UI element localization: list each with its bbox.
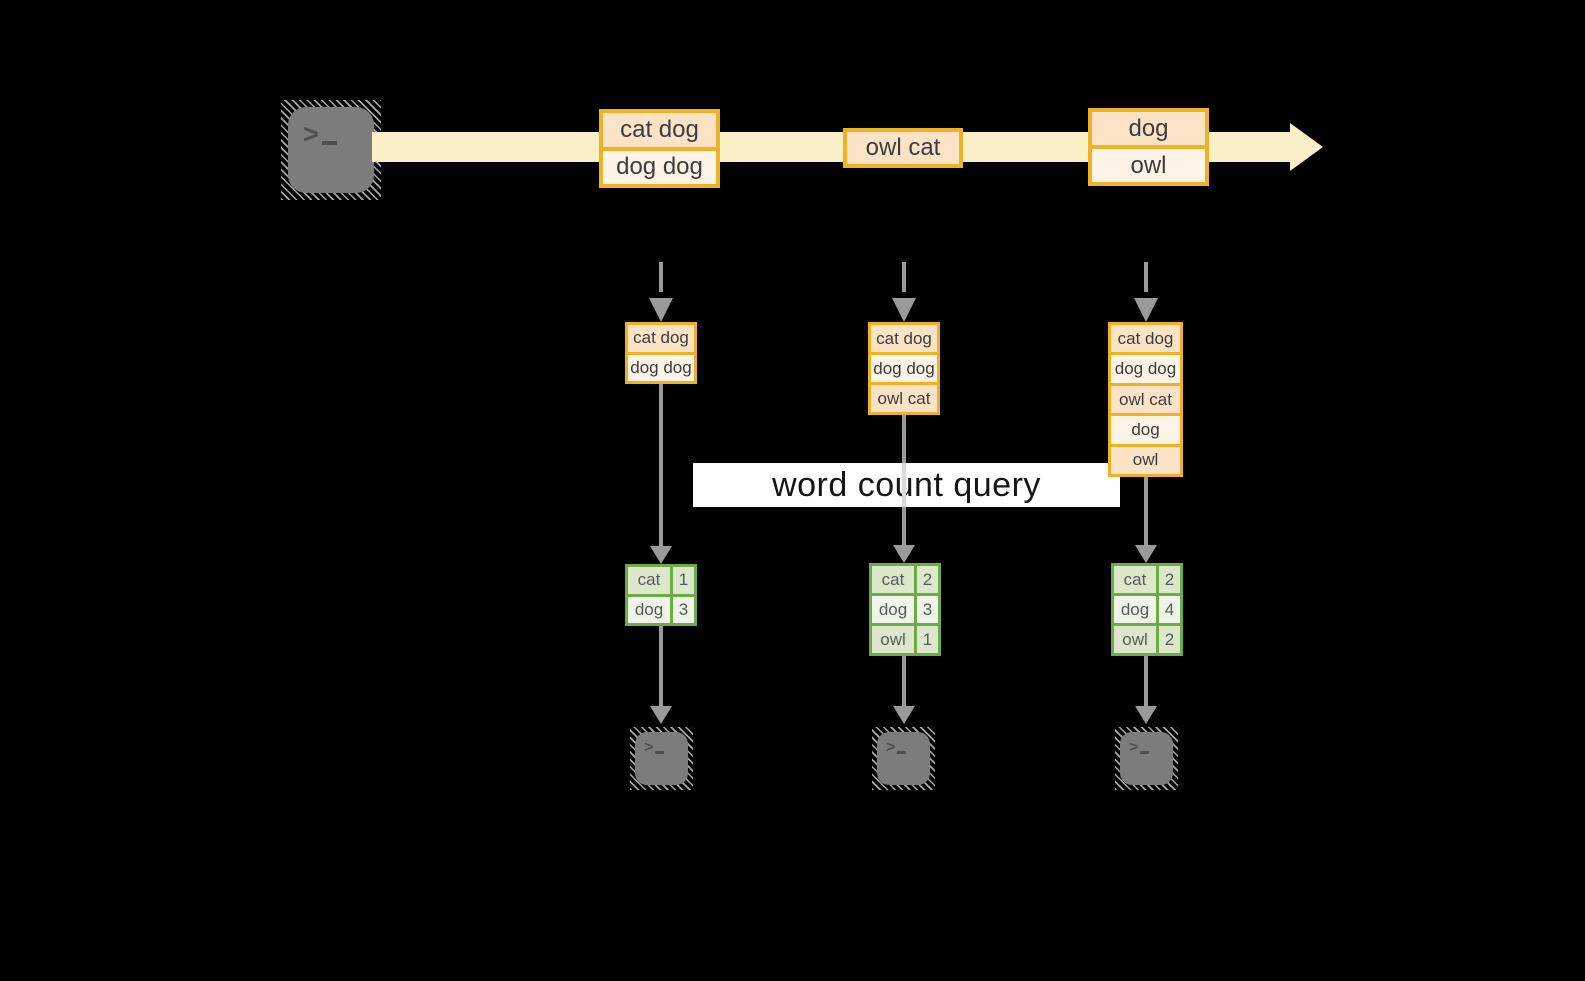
word-cell: dog (628, 596, 670, 623)
count-table-3: cat 2 dog 4 owl 2 (1111, 563, 1183, 656)
prompt-underscore (321, 141, 337, 145)
stack-cell: cat dog (871, 325, 937, 352)
word-cell: dog (1114, 596, 1156, 623)
stream-batch-2: owl cat (843, 128, 963, 168)
count-table-2: cat 2 dog 3 owl 1 (869, 563, 941, 656)
ingest-arrow-dash-1 (659, 262, 663, 292)
stream-batch-3: dog owl (1088, 108, 1209, 186)
count-cell: 4 (1159, 596, 1180, 623)
count-table-1: cat 1 dog 3 (625, 564, 697, 626)
query-arrow-line-1 (659, 384, 663, 546)
batch-cell: cat dog (603, 113, 716, 147)
stack-cell: dog dog (628, 354, 694, 381)
count-cell: 2 (917, 566, 938, 593)
word-cell: owl (872, 626, 914, 653)
query-arrowhead-2 (893, 545, 915, 563)
stack-cell: dog dog (871, 355, 937, 382)
batch-cell: dog dog (603, 150, 716, 184)
prompt-chevron: > (886, 739, 896, 756)
stack-cell: owl cat (1111, 385, 1180, 414)
count-cell: 3 (917, 596, 938, 623)
word-count-query-banner: word count query (693, 463, 1120, 507)
word-cell: cat (628, 567, 670, 594)
stack-cell: cat dog (1111, 325, 1180, 353)
stack-cell: cat dog (628, 325, 694, 352)
query-arrowhead-3 (1135, 545, 1157, 563)
stream-batch-1: cat dog dog dog (599, 109, 720, 188)
count-cell: 2 (1159, 626, 1180, 653)
prompt-chevron: > (1129, 739, 1139, 756)
source-terminal-icon: > (281, 100, 381, 200)
query-arrow-line-3 (1144, 477, 1148, 545)
word-cell: dog (872, 596, 914, 623)
sink-terminal-icon-3: > (1115, 727, 1178, 790)
query-arrowhead-1 (650, 546, 672, 564)
output-arrow-line-1 (659, 626, 663, 706)
banner-label: word count query (772, 465, 1041, 504)
terminal-screen: > (877, 732, 930, 785)
count-cell: 1 (917, 626, 938, 653)
output-arrow-line-3 (1144, 656, 1148, 706)
prompt-chevron: > (303, 119, 319, 149)
count-cell: 1 (673, 567, 694, 594)
batch-cell: dog (1092, 112, 1205, 145)
stack-cell: dog dog (1111, 355, 1180, 383)
output-arrow-line-2 (902, 656, 906, 706)
terminal-screen: > (288, 107, 374, 193)
ingest-arrowhead-1 (649, 298, 673, 322)
output-arrowhead-1 (650, 706, 672, 724)
output-arrowhead-3 (1135, 706, 1157, 724)
ingest-arrowhead-3 (1134, 298, 1158, 322)
ingest-arrow-dash-2 (902, 262, 906, 292)
ingest-arrowhead-2 (892, 298, 916, 322)
stack-cell: owl cat (871, 385, 937, 412)
terminal-prompt-icon: > (877, 732, 930, 756)
output-arrowhead-2 (893, 706, 915, 724)
stream-arrowhead-icon (1290, 123, 1323, 171)
word-cell: owl (1114, 626, 1156, 653)
word-cell: cat (1114, 566, 1156, 593)
prompt-underscore (655, 751, 665, 754)
terminal-prompt-icon: > (635, 732, 688, 756)
word-cell: cat (872, 566, 914, 593)
count-cell: 2 (1159, 566, 1180, 593)
record-stack-3: cat dog dog dog owl cat dog owl (1108, 322, 1183, 477)
record-stack-2: cat dog dog dog owl cat (868, 322, 940, 415)
arrow-through-banner (902, 463, 906, 507)
stack-cell: dog (1111, 416, 1180, 444)
terminal-prompt-icon: > (288, 107, 374, 148)
batch-cell: owl cat (847, 132, 959, 164)
terminal-prompt-icon: > (1120, 732, 1173, 756)
batch-cell: owl (1092, 149, 1205, 182)
stack-cell: owl (1111, 446, 1180, 475)
sink-terminal-icon-1: > (630, 727, 693, 790)
prompt-underscore (1140, 751, 1150, 754)
record-stack-1: cat dog dog dog (625, 322, 697, 384)
ingest-arrow-dash-3 (1144, 262, 1148, 292)
count-cell: 3 (673, 596, 694, 623)
prompt-underscore (897, 751, 907, 754)
terminal-screen: > (1120, 732, 1173, 785)
prompt-chevron: > (644, 739, 654, 756)
terminal-screen: > (635, 732, 688, 785)
sink-terminal-icon-2: > (872, 727, 935, 790)
